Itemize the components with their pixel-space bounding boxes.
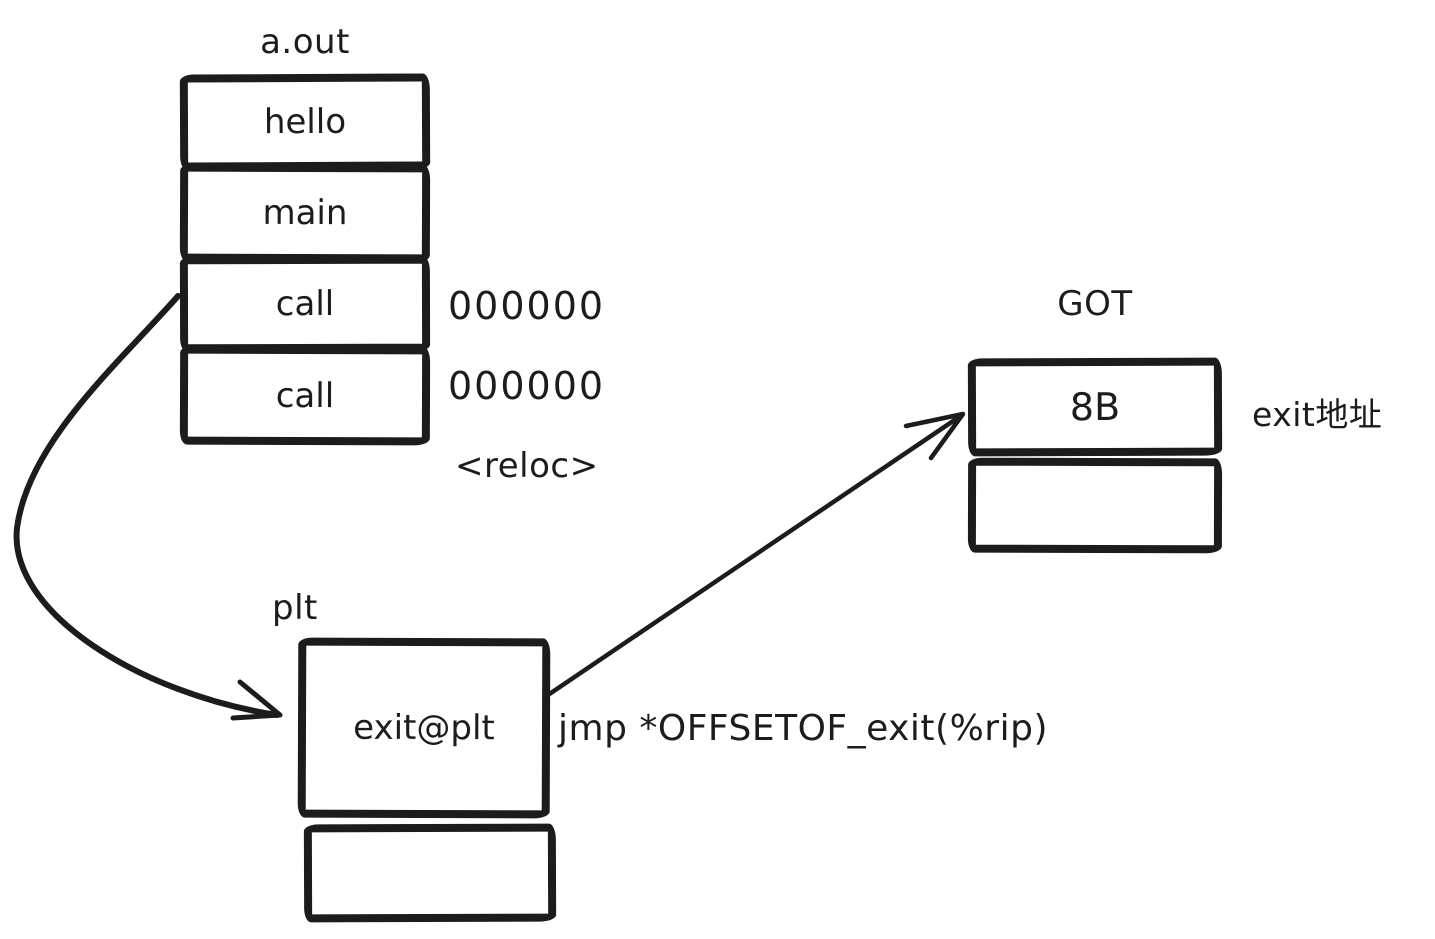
plt-row-empty [303,823,557,923]
aout-row-call-1: call [179,255,431,353]
plt-row-exit-label: exit@plt [353,707,495,749]
exit-address-label: exit地址 [1252,395,1383,434]
aout-row-call-2-label: call [275,375,335,416]
got-row-exit-entry: 8B [967,357,1223,457]
plt-title: plt [272,588,318,628]
got-row-empty [967,457,1223,554]
aout-row-hello-label: hello [263,101,347,143]
plt-to-got-arrowhead [903,411,966,461]
jmp-instruction-label: jmp *OFFSETOF_exit(%rip) [558,708,1049,749]
aout-row-call-2: call [179,345,431,446]
aout-title: a.out [260,22,350,62]
aout-row-main-label: main [262,192,348,234]
aout-row-call-1-label: call [275,283,335,325]
got-title: GOT [1057,284,1133,324]
aout-row-main: main [179,163,431,263]
call2-operand-label: 000000 [448,364,606,408]
reloc-label: <reloc> [455,446,599,486]
plt-row-exit: exit@plt [297,637,551,819]
call1-operand-label: 000000 [448,284,606,328]
aout-row-hello: hello [179,73,431,171]
call-to-plt-arrowhead [230,679,283,721]
plt-to-got-arrow [542,411,966,700]
got-row-exit-entry-label: 8B [1069,384,1121,430]
